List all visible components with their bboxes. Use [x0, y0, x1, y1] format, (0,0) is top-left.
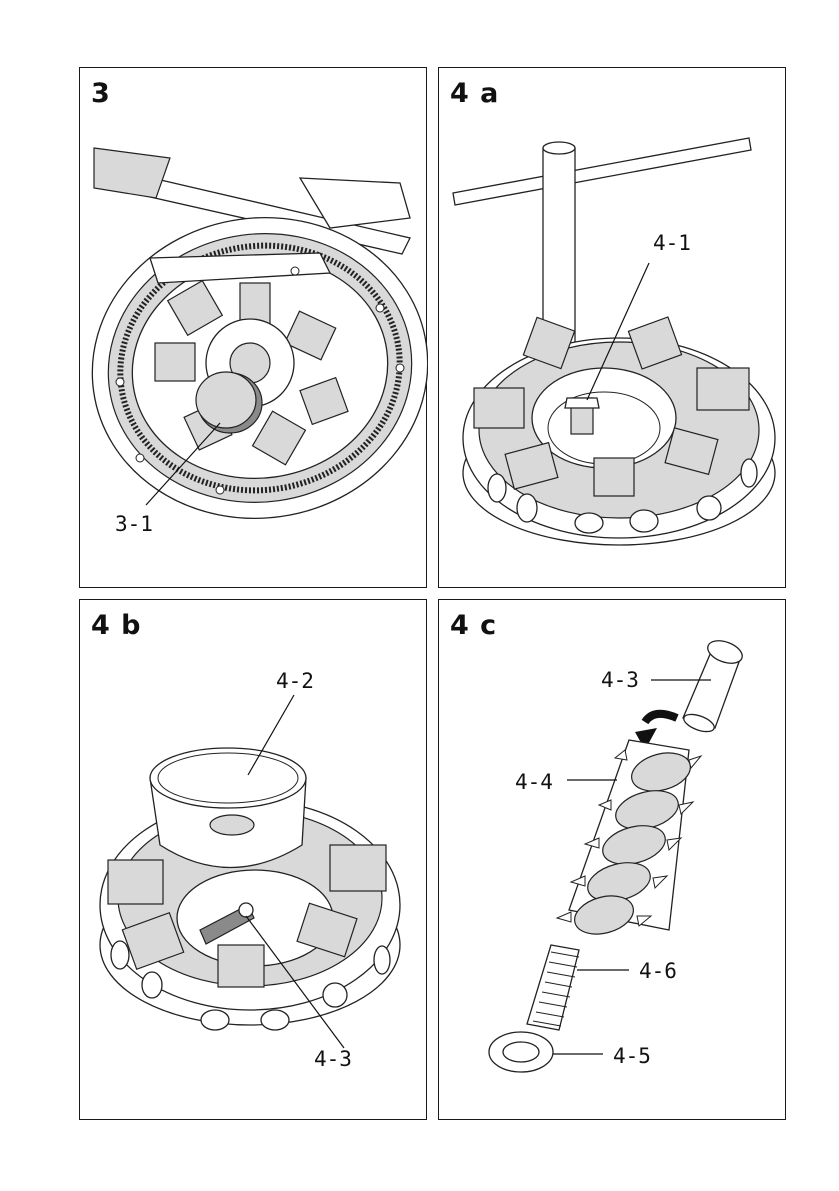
callout-3-1-label: 3-1: [80, 68, 428, 589]
figure-panel-3: 3: [79, 67, 427, 588]
callout-4-5: 4-5: [613, 1044, 651, 1068]
callout-4-6: 4-6: [639, 959, 677, 983]
figure-panel-4a: 4 a: [438, 67, 786, 588]
callout-labels-4b: 4-2 4-3: [80, 600, 428, 1121]
callout-4-4: 4-4: [515, 770, 553, 794]
svg-text:3-1: 3-1: [115, 512, 153, 536]
callout-labels-4c: 4-3 4-4 4-6 4-5: [439, 600, 787, 1121]
svg-text:4-1: 4-1: [653, 231, 691, 255]
callout-4-1-label: 4-1: [439, 68, 787, 589]
callout-4-2: 4-2: [276, 669, 314, 693]
callout-4-3: 4-3: [601, 668, 639, 692]
figure-panel-4c: 4 c: [438, 599, 786, 1120]
callout-4-3: 4-3: [314, 1047, 352, 1071]
figure-panel-4b: 4 b: [79, 599, 427, 1120]
